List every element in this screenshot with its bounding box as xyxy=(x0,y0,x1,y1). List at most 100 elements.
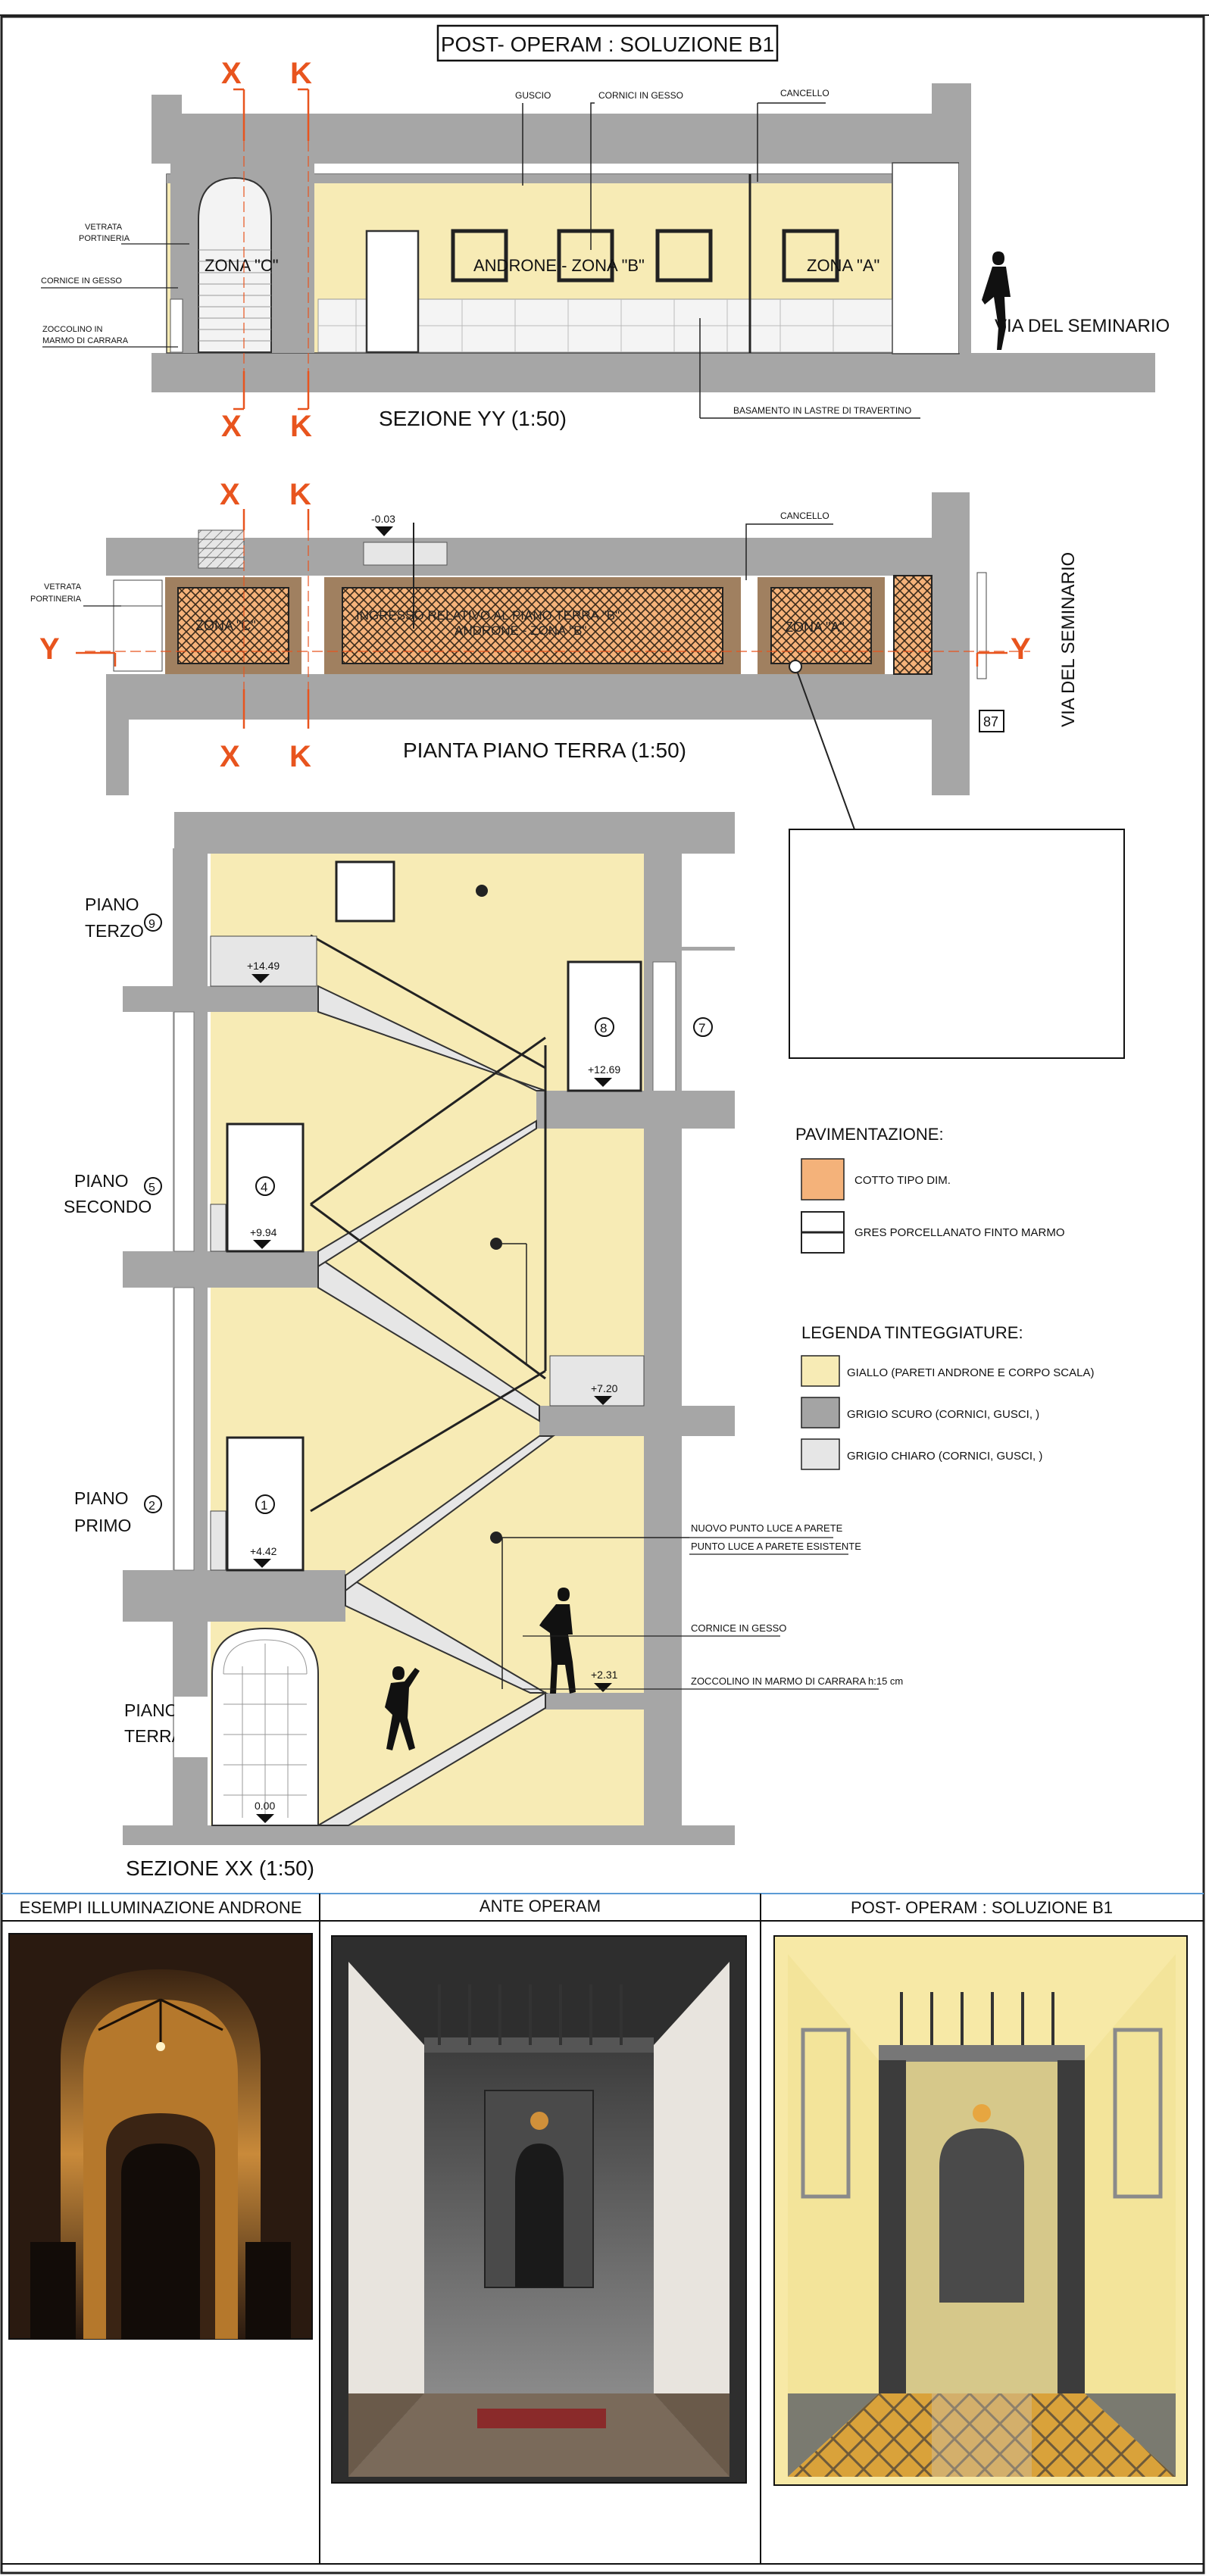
sheet-frame xyxy=(0,15,1205,2574)
legend-giallo: GIALLO (PARETI ANDRONE E CORPO SCALA) xyxy=(847,1366,1094,1379)
xx-level-231: +2.31 xyxy=(591,1669,618,1681)
photo-illuminazione xyxy=(8,1933,313,2340)
light-point-icon xyxy=(476,885,488,897)
yy-frame-3 xyxy=(655,229,713,283)
photo-post-operam xyxy=(773,1935,1188,2486)
xx-door-4: 4 xyxy=(261,1180,267,1194)
yy-marker-k-top: K xyxy=(290,57,312,90)
xx-primo-n: 2 xyxy=(148,1500,155,1513)
plan-marker-y-right: Y xyxy=(1011,632,1031,666)
xx-level-1449: +14.49 xyxy=(247,960,280,972)
xx-level-1269: +12.69 xyxy=(588,1063,620,1076)
yy-zoccolino-1: ZOCCOLINO IN xyxy=(42,325,103,334)
legend-cotto-swatch xyxy=(801,1158,845,1201)
plan-ground-floor: ZONA "C" INGRESSO RELATIVO AL PIANO TERR… xyxy=(30,478,1079,830)
xx-title: SEZIONE XX (1:50) xyxy=(126,1856,314,1880)
yy-ground-slab xyxy=(152,353,1155,392)
plan-level: -0.03 xyxy=(371,513,395,525)
plan-via: VIA DEL SEMINARIO xyxy=(1058,552,1079,727)
xx-primo-2: PRIMO xyxy=(74,1516,131,1535)
light-point-icon xyxy=(490,1238,502,1250)
plan-marker-y-left: Y xyxy=(39,632,60,666)
plan-marker-k-top: K xyxy=(289,478,311,511)
plan-zona-c-floor xyxy=(177,587,289,664)
plan-title: PIANTA PIANO TERRA (1:50) xyxy=(403,738,686,762)
panel-1-title: ESEMPI ILLUMINAZIONE ANDRONE xyxy=(20,1898,302,1917)
xx-secondo-n: 5 xyxy=(148,1182,155,1194)
xx-flight-4 xyxy=(317,1256,540,1422)
yy-cornice-gesso: CORNICE IN GESSO xyxy=(41,276,122,286)
yy-portineria: PORTINERIA xyxy=(79,234,130,243)
xx-flight-3 xyxy=(345,1435,556,1592)
plan-portineria: PORTINERIA xyxy=(30,595,82,604)
plan-androne-1: INGRESSO RELATIVO AL PIANO TERRA "B" xyxy=(356,608,620,623)
xx-person-2 xyxy=(539,1588,576,1694)
yy-cornici-gesso: CORNICI IN GESSO xyxy=(598,90,683,101)
xx-callout-zoccolino: ZOCCOLINO IN MARMO DI CARRARA h:15 cm xyxy=(691,1675,903,1687)
yy-via: VIA DEL SEMINARIO xyxy=(995,316,1170,336)
plan-bottom-wall xyxy=(106,674,970,720)
yy-zona-a: ZONA "A" xyxy=(807,256,879,275)
header-title: POST- OPERAM : SOLUZIONE B1 xyxy=(441,33,774,56)
empty-note-box xyxy=(789,829,1125,1059)
xx-terzo-1: PIANO xyxy=(85,895,139,914)
xx-terzo-2: TERZO xyxy=(85,921,144,941)
yy-zoccolino-2: MARMO DI CARRARA xyxy=(42,336,129,345)
yy-marker-x-bottom: X xyxy=(221,410,242,443)
yy-cancello: CANCELLO xyxy=(780,88,829,98)
yy-marker-k-bottom: K xyxy=(290,410,312,443)
plan-androne-2: ANDRONE - ZONA "B" xyxy=(455,623,587,638)
legend-giallo-swatch xyxy=(801,1355,840,1387)
legend-gres: GRES PORCELLANATO FINTO MARMO xyxy=(854,1226,1065,1239)
section-yy: ZONA "C" ANDRONE - ZONA "B" ZONA "A" GUS… xyxy=(41,57,1170,443)
yy-zona-b: ANDRONE - ZONA "B" xyxy=(473,256,645,275)
legend-cotto: COTTO TIPO DIM. xyxy=(854,1174,951,1187)
xx-primo-1: PIANO xyxy=(74,1488,129,1508)
xx-secondo-2: SECONDO xyxy=(64,1197,152,1216)
xx-callout-nuovo: NUOVO PUNTO LUCE A PARETE xyxy=(691,1522,843,1534)
xx-terra-2: TERRA xyxy=(124,1726,184,1746)
section-xx: PIANO TERZO 9 PIANO SECONDO 5 PIANO PRIM… xyxy=(64,812,903,1880)
photo-ante-operam xyxy=(331,1935,747,2484)
legend-chiaro: GRIGIO CHIARO (CORNICI, GUSCI, ) xyxy=(847,1450,1042,1463)
xx-level-000: 0.00 xyxy=(255,1800,275,1812)
yy-zona-c: ZONA "C" xyxy=(205,256,279,275)
plan-vetrata: VETRATA xyxy=(44,582,82,592)
xx-door-1: 1 xyxy=(261,1498,267,1513)
yy-frame-4 xyxy=(782,229,839,283)
legend: PAVIMENTAZIONE: COTTO TIPO DIM. GRES POR… xyxy=(795,1125,1094,1470)
yy-marker-x-top: X xyxy=(221,57,242,90)
plan-zona-a-floor xyxy=(770,587,872,664)
yy-frame-2 xyxy=(557,229,614,283)
xx-flight-5 xyxy=(317,1119,537,1268)
xx-person-1 xyxy=(385,1666,420,1750)
yy-basamento: BASAMENTO IN LASTRE DI TRAVERTINO xyxy=(733,405,911,416)
xx-level-720: +7.20 xyxy=(591,1382,618,1394)
plan-zona-a: ZONA "A" xyxy=(785,620,845,635)
xx-door-7: 7 xyxy=(698,1021,705,1035)
plan-cancello: CANCELLO xyxy=(780,511,829,521)
xx-terra-1: PIANO xyxy=(124,1700,179,1720)
bottom-panels: ESEMPI ILLUMINAZIONE ANDRONE ANTE OPERAM… xyxy=(2,1893,1204,2565)
xx-door-8: 8 xyxy=(600,1021,607,1035)
xx-level-442: +4.42 xyxy=(250,1545,277,1557)
xx-secondo-1: PIANO xyxy=(74,1171,129,1191)
plan-zona-b-floor xyxy=(342,587,723,664)
yy-guscio: GUSCIO xyxy=(515,90,551,101)
yy-frame-1 xyxy=(451,229,508,283)
plan-civic: 87 xyxy=(983,714,998,729)
plan-zona-c: ZONA "C" xyxy=(195,618,256,633)
legend-scuro: GRIGIO SCURO (CORNICI, GUSCI, ) xyxy=(847,1408,1039,1421)
xx-flight-1 xyxy=(315,1691,546,1826)
legend-pav-title: PAVIMENTAZIONE: xyxy=(795,1125,944,1144)
header-title-box: POST- OPERAM : SOLUZIONE B1 xyxy=(436,24,779,62)
plan-marker-x-bottom: X xyxy=(220,740,240,773)
legend-scuro-swatch xyxy=(801,1397,840,1429)
yy-person xyxy=(982,251,1011,350)
legend-tint-title: LEGENDA TINTEGGIATURE: xyxy=(801,1323,1023,1342)
xx-flight-2 xyxy=(345,1574,548,1694)
light-point-icon xyxy=(490,1532,502,1544)
xx-callout-esistente: PUNTO LUCE A PARETE ESISTENTE xyxy=(691,1541,861,1552)
xx-callout-cornice: CORNICE IN GESSO xyxy=(691,1622,786,1634)
legend-chiaro-swatch xyxy=(801,1438,840,1470)
